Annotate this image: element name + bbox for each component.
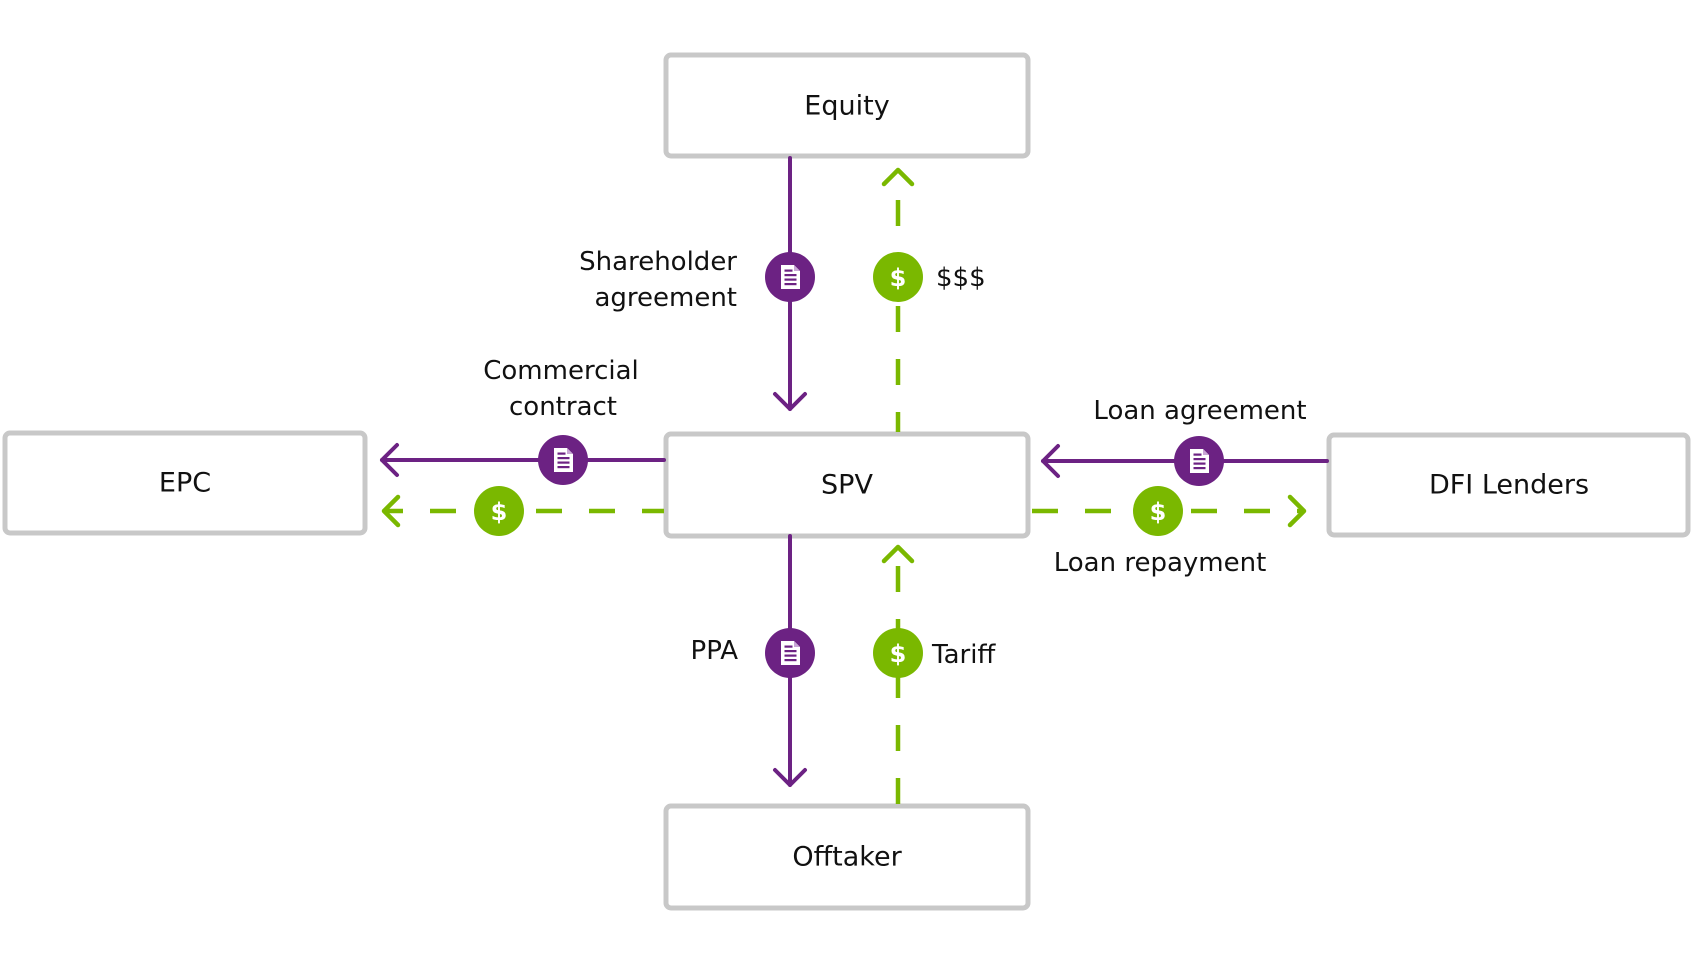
document-icon xyxy=(1174,436,1224,486)
ppa-label: PPA xyxy=(691,636,739,666)
flow-loan-repayment: $ Loan repayment xyxy=(1032,486,1307,578)
arrowhead-right-icon xyxy=(1287,494,1307,528)
node-offtaker-label: Offtaker xyxy=(792,842,902,873)
document-icon xyxy=(765,252,815,302)
arrowhead-left-icon xyxy=(381,494,401,528)
node-dfi-lenders: DFI Lenders xyxy=(1326,432,1691,538)
dollar-icon: $ xyxy=(1133,486,1183,536)
arrowhead-down-icon xyxy=(773,392,807,411)
svg-text:$: $ xyxy=(890,640,907,668)
node-spv-label: SPV xyxy=(821,470,873,501)
node-spv: SPV xyxy=(663,431,1031,539)
document-icon xyxy=(538,435,588,485)
flow-tariff: $ Tariff xyxy=(873,544,996,804)
flow-equity-money: $ $$$ xyxy=(873,167,986,432)
dollar-icon: $ xyxy=(474,486,524,536)
shareholder-agreement-label-line2: agreement xyxy=(594,283,737,313)
flow-shareholder-agreement: Shareholder agreement xyxy=(579,156,815,411)
node-epc: EPC xyxy=(2,430,368,536)
arrowhead-up-icon xyxy=(881,167,915,187)
dollar-icon: $ xyxy=(873,252,923,302)
flow-loan-agreement: Loan agreement xyxy=(1041,396,1329,486)
node-dfi-lenders-label: DFI Lenders xyxy=(1429,470,1589,501)
arrowhead-down-icon xyxy=(773,768,807,787)
shareholder-agreement-label-line1: Shareholder xyxy=(579,247,737,277)
document-icon xyxy=(765,628,815,678)
loan-repayment-label: Loan repayment xyxy=(1054,548,1267,578)
commercial-contract-label-line2: contract xyxy=(509,392,617,422)
flow-ppa: PPA xyxy=(691,534,815,787)
svg-text:$: $ xyxy=(1150,498,1167,526)
svg-text:$: $ xyxy=(491,498,508,526)
node-equity-label: Equity xyxy=(804,91,889,122)
commercial-contract-label-line1: Commercial xyxy=(483,356,639,386)
svg-text:$: $ xyxy=(890,264,907,292)
flow-epc-payment: $ xyxy=(381,486,664,536)
arrowhead-left-icon xyxy=(1041,444,1060,478)
arrowhead-left-icon xyxy=(380,443,399,477)
arrowhead-up-icon xyxy=(881,544,915,564)
node-offtaker: Offtaker xyxy=(663,803,1031,911)
tariff-label: Tariff xyxy=(931,640,996,670)
node-epc-label: EPC xyxy=(159,468,211,499)
node-equity: Equity xyxy=(663,52,1031,159)
equity-money-label: $$$ xyxy=(936,263,986,293)
dollar-icon: $ xyxy=(873,628,923,678)
flow-commercial-contract: Commercial contract xyxy=(380,356,666,485)
loan-agreement-label: Loan agreement xyxy=(1093,396,1306,426)
